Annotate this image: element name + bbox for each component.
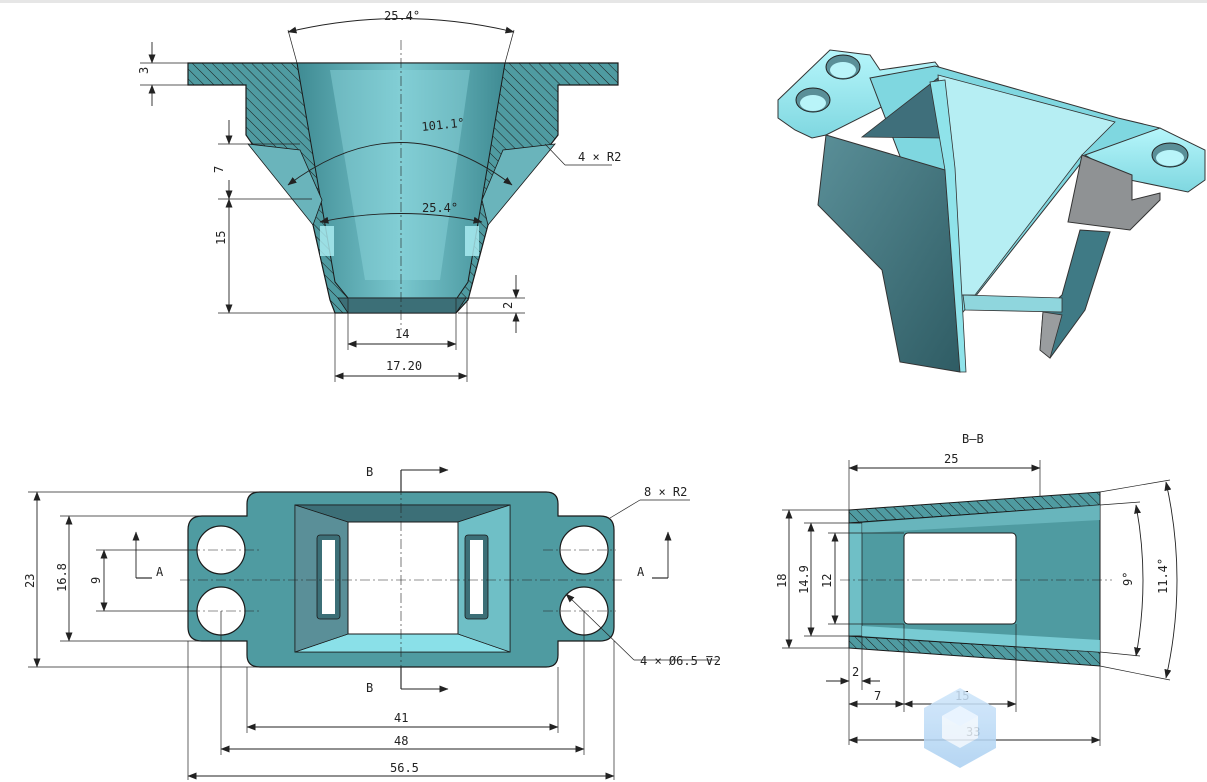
dim-7: 7 xyxy=(874,689,881,703)
ext-line xyxy=(1099,651,1141,657)
dim-14-9: 14.9 xyxy=(797,565,811,594)
dim-bottom: 2 xyxy=(501,302,515,309)
dim-arc-11-4 xyxy=(1164,481,1178,679)
front-left-window xyxy=(320,226,334,256)
iso-hole-1-inner xyxy=(830,62,856,78)
dim-step: 7 xyxy=(212,166,226,173)
dim-25: 25 xyxy=(944,452,958,466)
dim-width-inner: 14 xyxy=(395,327,409,341)
top-slot-left-inner xyxy=(322,540,335,614)
dim-height-total: 23 xyxy=(23,574,37,588)
leader-8r2 xyxy=(609,499,641,519)
window-top-border xyxy=(0,0,1207,3)
iso-gray-block xyxy=(1067,154,1161,231)
section-letter-top: B xyxy=(366,465,373,479)
dim-angle-top: 25.4° xyxy=(384,9,420,23)
section-window xyxy=(903,532,1017,625)
front-bottom-lip xyxy=(337,297,467,314)
isometric-view xyxy=(777,49,1206,373)
iso-hole-3-inner xyxy=(1156,150,1184,166)
ext-line xyxy=(1099,501,1141,506)
dim-width-48: 48 xyxy=(394,734,408,748)
section-title: B–B xyxy=(962,432,984,446)
dim-width-56: 56.5 xyxy=(390,761,419,775)
top-slot-right-inner xyxy=(470,540,483,614)
dim-18: 18 xyxy=(775,574,789,588)
dim-angle-inner: 25.4° xyxy=(422,201,458,215)
dim-width-outer: 17.20 xyxy=(386,359,422,373)
dim-height-holes: 16.8 xyxy=(55,563,69,592)
ext-line xyxy=(287,29,298,64)
label-hole: 4 × Ø6.5 ⊽2 xyxy=(640,654,721,668)
dim-flange: 3 xyxy=(137,67,151,74)
ext-line xyxy=(1099,665,1171,681)
front-left-ledge xyxy=(247,143,323,226)
section-end-face xyxy=(848,522,863,637)
cube-logo-icon xyxy=(924,688,996,768)
dim-9-deg: 9° xyxy=(1121,572,1135,586)
view-a-right: A xyxy=(637,565,645,579)
front-right-window xyxy=(465,226,479,256)
dim-arc-top xyxy=(287,18,515,34)
label-fillet: 4 × R2 xyxy=(578,150,621,164)
front-funnel-light xyxy=(330,70,470,280)
dim-height: 15 xyxy=(214,231,228,245)
iso-hole-2-inner xyxy=(800,95,826,111)
front-right-ledge xyxy=(481,143,556,226)
iso-leg-face xyxy=(1039,311,1063,359)
front-section-view: 25.4° 101.1° 25.4° 4 × R2 3 7 15 2 xyxy=(137,9,621,382)
section-top-shade xyxy=(862,505,1100,533)
iso-front-wall xyxy=(817,134,961,373)
dim-height-9: 9 xyxy=(89,577,103,584)
section-bottom-shade xyxy=(862,626,1100,652)
label-fillet-top: 8 × R2 xyxy=(644,485,687,499)
iso-floor xyxy=(962,294,1063,313)
leader-fillet xyxy=(544,143,566,166)
dim-arc-inner xyxy=(319,213,483,224)
ext-line xyxy=(504,29,515,64)
leader-hole xyxy=(565,593,635,661)
dim-angle-mid: 101.1° xyxy=(421,116,466,134)
dim-2: 2 xyxy=(852,665,859,679)
section-bb-view: B–B 25 18 14.9 12 9° xyxy=(775,432,1178,746)
top-through-opening xyxy=(347,521,459,635)
dim-arc-mid xyxy=(287,142,513,186)
dim-arc-9 xyxy=(1134,504,1144,657)
dim-12: 12 xyxy=(820,574,834,588)
section-letter-bottom: B xyxy=(366,681,373,695)
view-a-left: A xyxy=(156,565,164,579)
dim-11-4-deg: 11.4° xyxy=(1156,558,1170,594)
iso-front-edge xyxy=(929,79,967,373)
ext-line xyxy=(1099,479,1171,493)
dim-width-41: 41 xyxy=(394,711,408,725)
top-view: B B A A 8 × R2 4 × Ø6.5 ⊽2 23 16.8 9 xyxy=(23,465,721,780)
